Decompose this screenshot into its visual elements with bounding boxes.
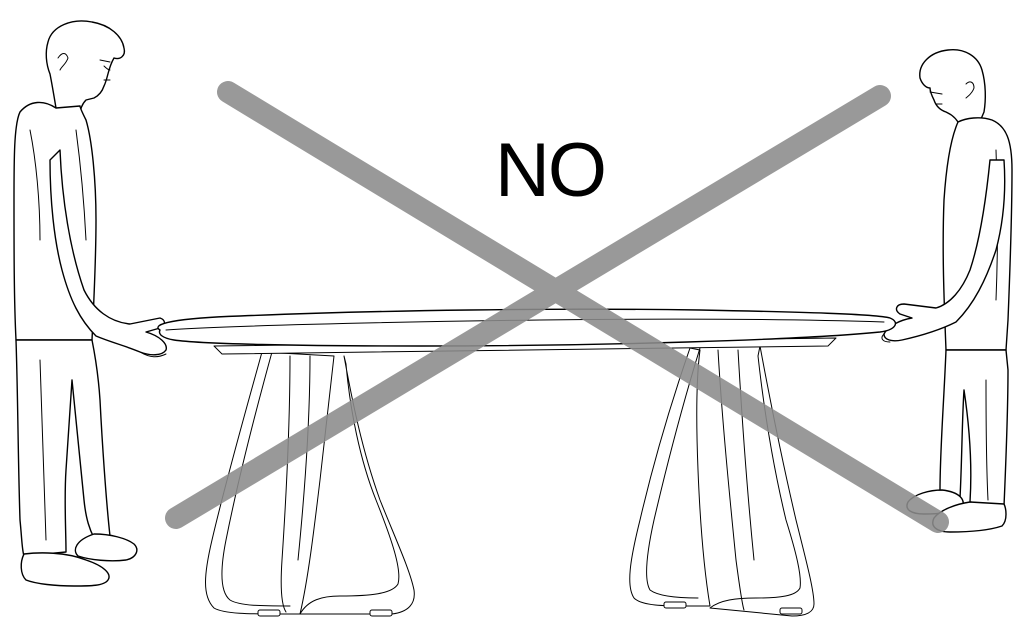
table-top-edge <box>165 318 885 331</box>
left-person-legs <box>15 339 111 557</box>
cross-stroke-descending <box>217 81 949 533</box>
table-figure <box>157 308 897 617</box>
right-person-head <box>919 49 987 127</box>
left-person-foot-front <box>20 552 110 587</box>
left-person-head <box>45 20 126 115</box>
left-person-figure <box>13 20 167 587</box>
prohibition-cross <box>165 81 949 533</box>
left-person-arm <box>49 149 167 356</box>
no-label: NO <box>495 128 607 213</box>
right-person-legs <box>939 349 1009 507</box>
left-person-foot-back <box>74 533 138 562</box>
cross-stroke-ascending <box>165 85 891 529</box>
table-top <box>157 308 897 347</box>
right-person-figure <box>881 49 1013 533</box>
